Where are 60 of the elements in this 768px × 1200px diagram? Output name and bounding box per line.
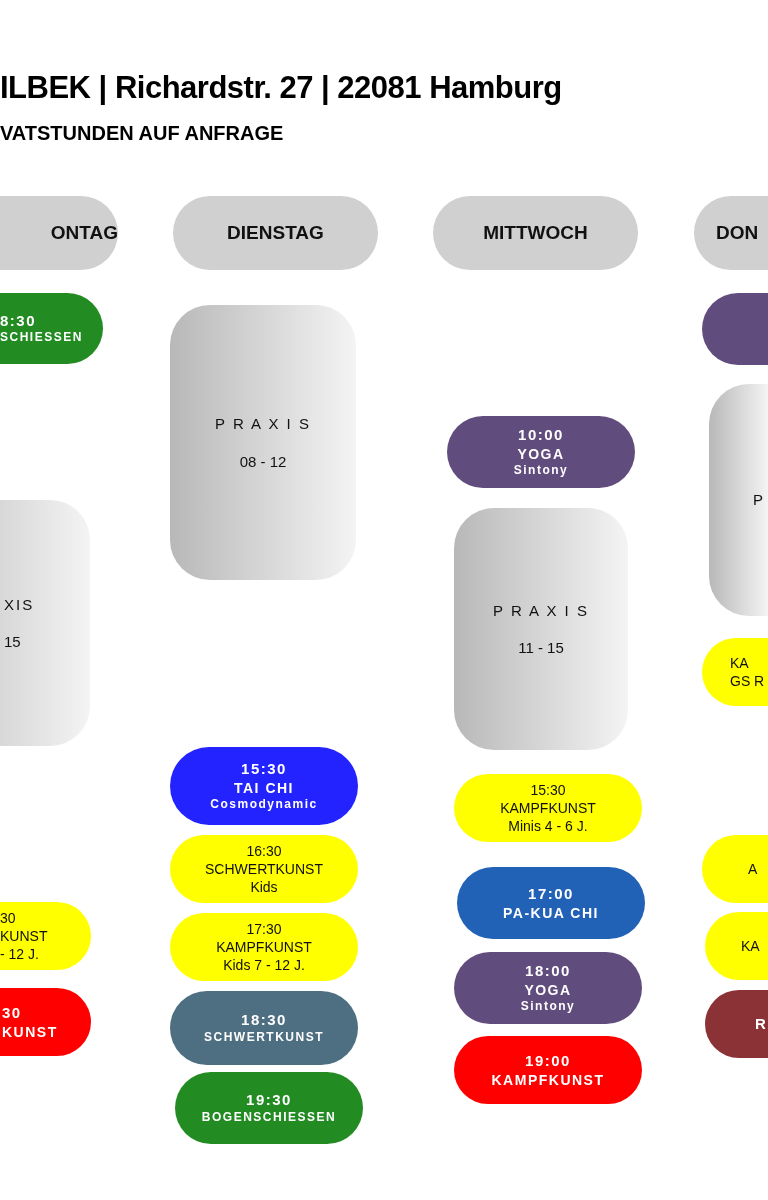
time-text: 17:30: [245, 919, 283, 938]
time-text: 18:00: [524, 961, 572, 981]
time-text: KA: [741, 936, 761, 956]
time-text: P R A X I S: [214, 414, 312, 434]
class-text: SCHWERTKUNST: [204, 859, 324, 879]
class-text: PA-KUA CHI: [502, 903, 600, 922]
day-name: ONTAG: [49, 220, 118, 245]
time-text: 15:30: [529, 780, 567, 799]
class-text: SCHWERTKUNST: [203, 1029, 325, 1046]
class-pill: [702, 293, 768, 365]
class-pill: [705, 990, 768, 1058]
time-text: A: [748, 859, 759, 879]
time-text: 8:30: [0, 310, 38, 331]
time-text: P: [753, 490, 766, 510]
class-text: Kids: [249, 878, 279, 897]
time-text: 19:00: [524, 1051, 572, 1071]
class-text: 08 - 12: [238, 451, 288, 471]
time-text: P R A X I S: [492, 600, 590, 620]
class-text: 15: [4, 632, 22, 652]
class-text: YOGA: [523, 980, 573, 1000]
class-text: Cosmodynamic: [209, 797, 319, 813]
class-text: KAMPFKUNST: [490, 1070, 606, 1089]
practice-block: [170, 305, 356, 580]
day-name: MITTWOCH: [482, 220, 589, 245]
class-text: 11 - 15: [517, 638, 565, 658]
note-text: VATSTUNDEN AUF ANFRAGE: [0, 122, 284, 145]
class-pill: [702, 638, 768, 706]
time-text: R: [755, 1014, 768, 1034]
time-text: 19:30: [245, 1090, 293, 1110]
class-text: Minis 4 - 6 J.: [507, 817, 589, 836]
class-text: SCHIESSEN: [0, 330, 84, 347]
class-pill: [705, 912, 768, 980]
time-text: 18:30: [240, 1010, 288, 1030]
day-header: [694, 196, 768, 270]
class-text: KUNST: [2, 1022, 59, 1041]
class-text: Sintony: [512, 463, 570, 479]
class-text: KAMPFKUNST: [499, 798, 597, 818]
class-text: KAMPFKUNST: [215, 937, 313, 957]
practice-block: [454, 508, 628, 750]
time-text: 17:00: [527, 884, 575, 904]
class-text: - 12 J.: [0, 945, 40, 964]
page-title: ILBEK | Richardstr. 27 | 22081 Hamburg: [0, 70, 562, 106]
class-pill: [702, 835, 768, 903]
time-text: XIS: [4, 594, 36, 614]
class-text: Kids 7 - 12 J.: [222, 956, 306, 975]
class-text: Sintony: [519, 999, 577, 1015]
day-name: DON: [716, 220, 760, 245]
class-text: KUNST: [0, 926, 49, 946]
class-text: YOGA: [516, 444, 566, 464]
time-text: 10:00: [517, 425, 565, 445]
time-text: KA: [730, 653, 750, 672]
time-text: 30: [0, 908, 17, 927]
class-text: TAI CHI: [233, 778, 295, 798]
time-text: 30: [2, 1003, 23, 1023]
class-text: BOGENSCHIESSEN: [200, 1109, 338, 1126]
class-text: GS R: [730, 672, 766, 691]
practice-block: [709, 384, 768, 616]
day-name: DIENSTAG: [226, 220, 325, 245]
time-text: 16:30: [245, 841, 283, 860]
time-text: 15:30: [240, 759, 288, 779]
